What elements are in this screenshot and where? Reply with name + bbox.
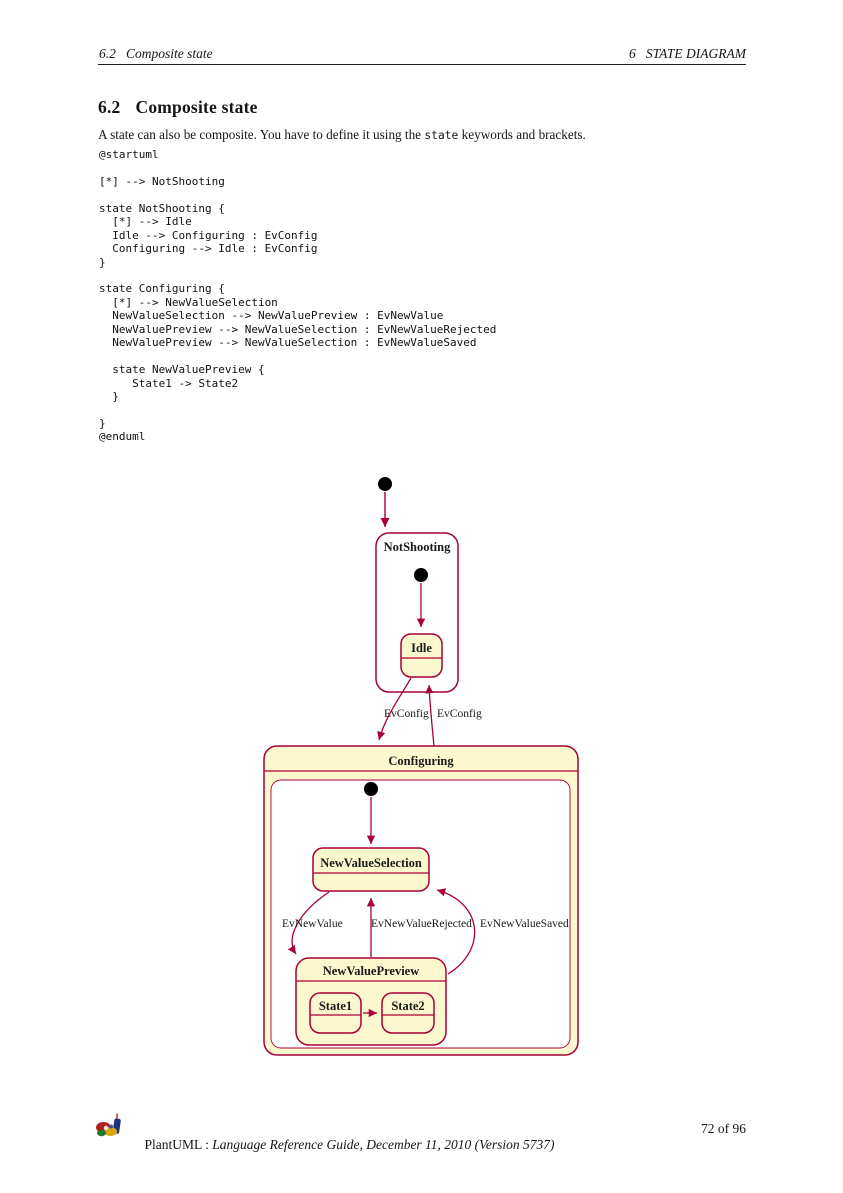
section-title: Composite state <box>135 97 258 117</box>
code-line <box>99 161 496 174</box>
code-block: @startuml [*] --> NotShooting state NotS… <box>99 148 496 444</box>
initial-state-dot-configuring <box>364 782 378 796</box>
section-heading: 6.2 Composite state <box>98 97 258 118</box>
transition-configuring-to-idle <box>425 684 435 747</box>
transition-label-evconfig-1: EvConfig <box>384 708 429 720</box>
state-configuring-label: Configuring <box>388 754 454 768</box>
code-line: state Configuring { <box>99 282 225 296</box>
code-line <box>99 350 496 363</box>
code-line: } <box>99 390 119 404</box>
running-header-left: 6.2 Composite state <box>99 46 213 61</box>
state-newvalueselection-box <box>312 847 430 892</box>
intro-text-pre: A state can also be composite. You have … <box>98 127 425 142</box>
code-line <box>99 269 496 282</box>
code-line: @startuml <box>99 148 159 161</box>
transition-label-evnewvalue: EvNewValue <box>282 918 343 930</box>
state-state2-label: State2 <box>391 999 424 1013</box>
code-line: } <box>99 416 106 430</box>
transition-idle-to-configuring <box>377 677 412 741</box>
code-line: [*] --> Idle <box>99 215 192 229</box>
code-line: [*] --> NotShooting <box>99 174 225 188</box>
code-line: NewValueSelection --> NewValuePreview : … <box>99 309 444 323</box>
state-notshooting-label: NotShooting <box>384 540 451 554</box>
code-line: [*] --> NewValueSelection <box>99 295 278 309</box>
intro-text-post: keywords and brackets. <box>458 127 586 142</box>
intro-paragraph: A state can also be composite. You have … <box>98 127 586 143</box>
footer-page-number: 72 of 96 <box>701 1121 746 1136</box>
plantuml-logo-icon <box>95 1113 127 1144</box>
code-line: } <box>99 255 106 269</box>
footer-doc-title: Language Reference Guide, December 11, 2… <box>212 1137 555 1152</box>
state-newvalueselection-label: NewValueSelection <box>320 856 422 870</box>
state-state2-box <box>381 992 435 1034</box>
code-line: state NewValuePreview { <box>99 363 265 377</box>
code-line: Idle --> Configuring : EvConfig <box>99 228 318 242</box>
code-line: @enduml <box>99 430 146 444</box>
running-header-right: 6 STATE DIAGRAM <box>629 46 746 61</box>
transition-label-evnewvaluesaved: EvNewValueSaved <box>480 918 569 930</box>
state-idle-label: Idle <box>411 641 432 655</box>
state-idle-box <box>400 633 443 678</box>
intro-keyword: state <box>424 129 459 142</box>
transition-evnewvalue <box>287 891 330 955</box>
transition-label-evconfig-2: EvConfig <box>437 708 482 720</box>
state-diagram: NotShooting Idle EvConfig EvConfig Confi… <box>255 468 590 1063</box>
code-line: state NotShooting { <box>99 201 225 215</box>
transition-label-evnewvaluerejected: EvNewValueRejected <box>371 918 472 930</box>
code-line: NewValuePreview --> NewValueSelection : … <box>99 336 477 350</box>
footer-text: PlantUML : Language Reference Guide, Dec… <box>131 1121 555 1169</box>
transition-evnewvaluesaved <box>436 888 476 975</box>
code-line: State1 -> State2 <box>99 376 239 390</box>
initial-state-dot <box>378 477 392 491</box>
footer-brand: PlantUML : <box>144 1137 213 1152</box>
state-newvaluepreview-label: NewValuePreview <box>323 964 420 978</box>
section-number: 6.2 <box>98 97 121 117</box>
code-line: Configuring --> Idle : EvConfig <box>99 242 318 256</box>
code-line: NewValuePreview --> NewValueSelection : … <box>99 322 497 336</box>
state-state1-box <box>309 992 362 1034</box>
header-rule <box>98 64 746 65</box>
initial-state-dot-notshooting <box>414 568 428 582</box>
code-line <box>99 404 496 417</box>
code-line <box>99 188 496 201</box>
state-state1-label: State1 <box>319 999 352 1013</box>
